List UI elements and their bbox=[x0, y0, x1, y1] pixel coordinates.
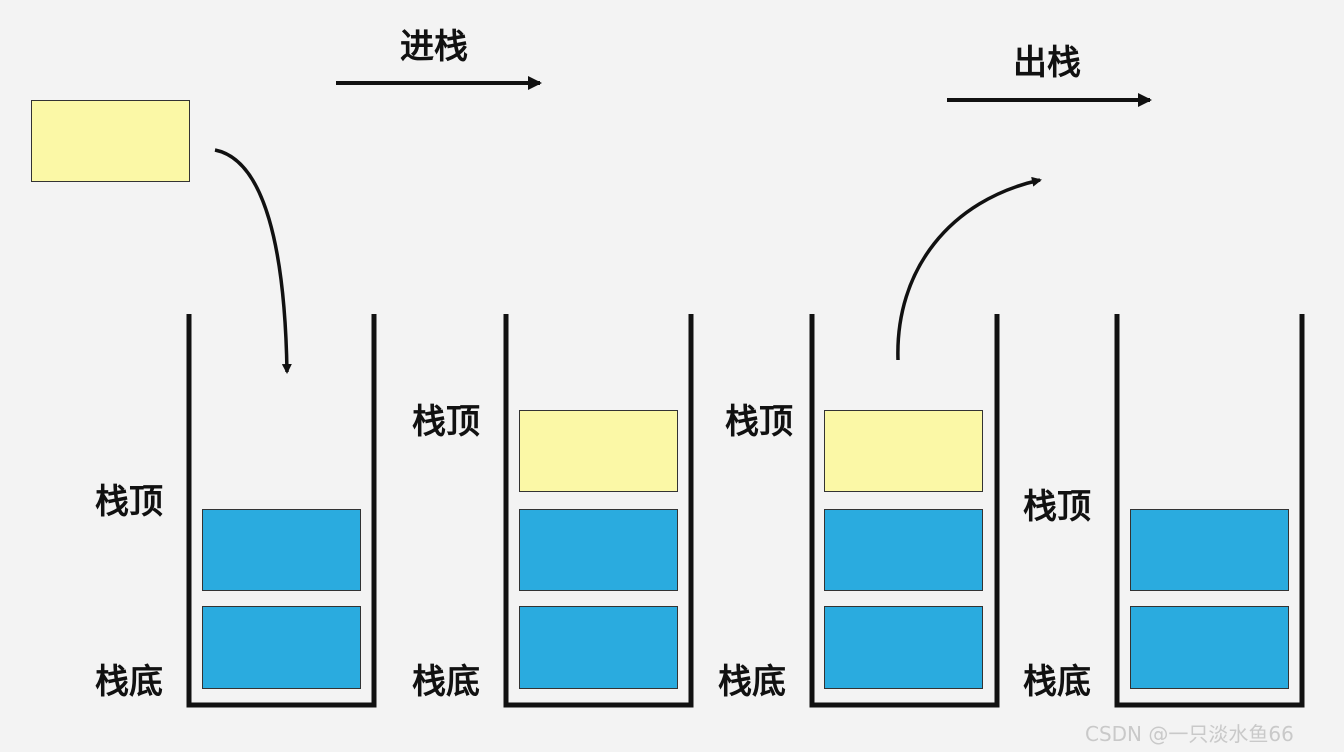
push-curve-arrow bbox=[214, 148, 292, 374]
stack3-top-label: 栈顶 bbox=[725, 402, 793, 442]
stack4-top-label: 栈顶 bbox=[1023, 487, 1091, 527]
stack2-element-bottom bbox=[519, 606, 678, 689]
pop-label: 出栈 bbox=[1013, 43, 1081, 83]
stack1-element-top bbox=[202, 509, 361, 591]
stack1-top-label: 栈顶 bbox=[95, 482, 163, 522]
stack1-element-bottom bbox=[202, 606, 361, 689]
stack3-element-new bbox=[824, 410, 983, 492]
pop-curve-arrow bbox=[896, 176, 1042, 361]
stack4-element-bottom bbox=[1130, 606, 1289, 689]
incoming-element bbox=[31, 100, 190, 182]
stack-container-4 bbox=[1114, 314, 1305, 708]
stack2-top-label: 栈顶 bbox=[412, 402, 480, 442]
stack-container-3 bbox=[809, 314, 1000, 708]
stack4-element-top bbox=[1130, 509, 1289, 591]
stack3-bottom-label: 栈底 bbox=[718, 662, 786, 702]
stack-container-2 bbox=[503, 314, 694, 708]
watermark: CSDN @一只淡水鱼66 bbox=[1085, 722, 1294, 746]
stack3-element-middle bbox=[824, 509, 983, 591]
stack4-bottom-label: 栈底 bbox=[1023, 662, 1091, 702]
stack2-element-new bbox=[519, 410, 678, 492]
stack-container-1 bbox=[186, 314, 377, 708]
push-label: 进栈 bbox=[400, 27, 468, 67]
stack2-element-middle bbox=[519, 509, 678, 591]
stack1-bottom-label: 栈底 bbox=[95, 662, 163, 702]
stack2-bottom-label: 栈底 bbox=[412, 662, 480, 702]
stack3-element-bottom bbox=[824, 606, 983, 689]
